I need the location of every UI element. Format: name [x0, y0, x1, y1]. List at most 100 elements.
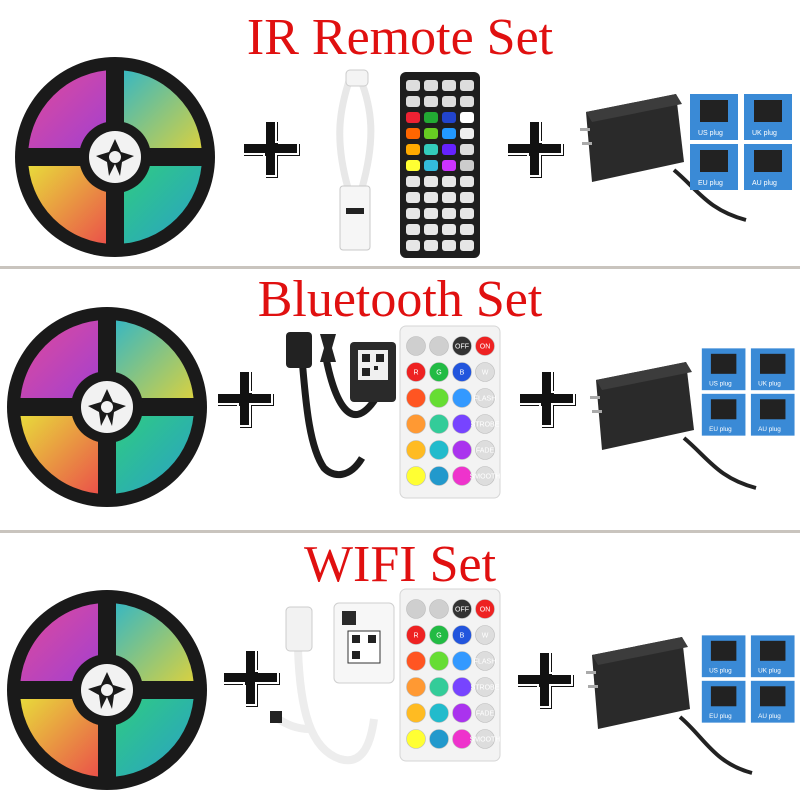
remote-key — [460, 96, 474, 107]
remote-button-label: FLASH — [474, 396, 497, 403]
remote-key — [406, 176, 420, 187]
remote-button-label: SMOOTH — [470, 737, 501, 744]
plug-label-uk: UK plug — [758, 381, 781, 388]
remote-button — [406, 414, 426, 434]
remote-key — [460, 112, 474, 123]
remote-key — [424, 96, 438, 107]
remote-key — [442, 96, 456, 107]
remote-key — [460, 240, 474, 251]
remote-button-label: G — [436, 633, 441, 640]
remote-button — [475, 362, 495, 382]
remote-button-label: FADE — [476, 711, 495, 718]
plug-label-uk: UK plug — [758, 668, 781, 675]
plug-label-us: US plug — [709, 668, 732, 675]
remote-key — [442, 224, 456, 235]
remote-key — [406, 96, 420, 107]
remote-button — [406, 466, 426, 486]
remote-button-label: FADE — [476, 448, 495, 455]
remote-button-label: W — [482, 370, 489, 377]
remote-button — [475, 440, 495, 460]
section-divider — [0, 266, 800, 269]
remote-key — [406, 160, 420, 171]
remote-button-label: ON — [480, 344, 491, 351]
remote-key — [460, 224, 474, 235]
plus-icon — [216, 643, 286, 713]
remote-key — [406, 240, 420, 251]
remote-key — [442, 112, 456, 123]
remote-key — [406, 192, 420, 203]
remote-button — [475, 599, 495, 619]
remote-key — [424, 208, 438, 219]
remote-button-label: W — [482, 633, 489, 640]
remote-key — [442, 192, 456, 203]
plug-label-uk: UK plug — [752, 130, 777, 137]
wifi-set-title: WIFI Set — [303, 536, 497, 593]
remote-button — [406, 362, 426, 382]
remote-button — [429, 414, 449, 434]
remote-key — [406, 224, 420, 235]
remote-button-label: STROBE — [471, 422, 500, 429]
remote-button — [406, 440, 426, 460]
remote-button — [475, 336, 495, 356]
remote-button — [406, 651, 426, 671]
remote-key — [460, 80, 474, 91]
remote-button — [475, 729, 495, 749]
remote-key — [424, 144, 438, 155]
remote-button — [475, 388, 495, 408]
power-adapter — [590, 362, 757, 490]
remote-button — [452, 388, 472, 408]
remote-key — [442, 80, 456, 91]
remote-button — [452, 703, 472, 723]
remote-button — [452, 336, 472, 356]
remote-button-label: B — [460, 370, 465, 377]
wifi-controller — [270, 602, 395, 765]
plug-types-grid: US plug UK plug EU plug AU plug — [690, 94, 792, 190]
remote-button — [406, 677, 426, 697]
remote-button-label: R — [413, 370, 418, 377]
remote-key — [424, 112, 438, 123]
remote-button-label: SMOOTH — [470, 474, 501, 481]
remote-button — [406, 599, 426, 619]
remote-key — [442, 128, 456, 139]
power-adapter — [580, 94, 747, 222]
remote-button — [452, 651, 472, 671]
remote-button-label: STROBE — [471, 685, 500, 692]
remote-key — [424, 240, 438, 251]
remote-key — [460, 208, 474, 219]
remote-button — [475, 414, 495, 434]
remote-key — [460, 192, 474, 203]
remote-button-label: FLASH — [474, 659, 497, 666]
remote-key — [424, 128, 438, 139]
remote-key — [424, 176, 438, 187]
remote-key — [460, 176, 474, 187]
plus-icon — [500, 114, 570, 184]
plug-label-us: US plug — [709, 381, 732, 388]
remote-button — [429, 388, 449, 408]
power-adapter — [586, 637, 753, 775]
led-strip-reel — [7, 590, 207, 790]
remote-button — [406, 388, 426, 408]
plug-label-eu: EU plug — [698, 180, 723, 187]
remote-button — [452, 625, 472, 645]
bluetooth-set-title: Bluetooth Set — [257, 271, 543, 328]
ir-receiver — [336, 69, 375, 251]
remote-key — [442, 240, 456, 251]
remote-key — [442, 176, 456, 187]
remote-button — [429, 599, 449, 619]
plug-label-au: AU plug — [758, 713, 781, 720]
remote-button — [452, 729, 472, 749]
remote-button — [452, 414, 472, 434]
plus-icon — [510, 645, 580, 715]
remote-key — [442, 160, 456, 171]
remote-button — [452, 677, 472, 697]
remote-key — [424, 160, 438, 171]
plug-label-us: US plug — [698, 130, 723, 137]
remote-key — [460, 128, 474, 139]
remote-button-label: OFF — [455, 344, 469, 351]
remote-button-label: R — [413, 633, 418, 640]
remote-button — [429, 677, 449, 697]
remote-button-label: ON — [480, 607, 491, 614]
remote-button — [429, 466, 449, 486]
